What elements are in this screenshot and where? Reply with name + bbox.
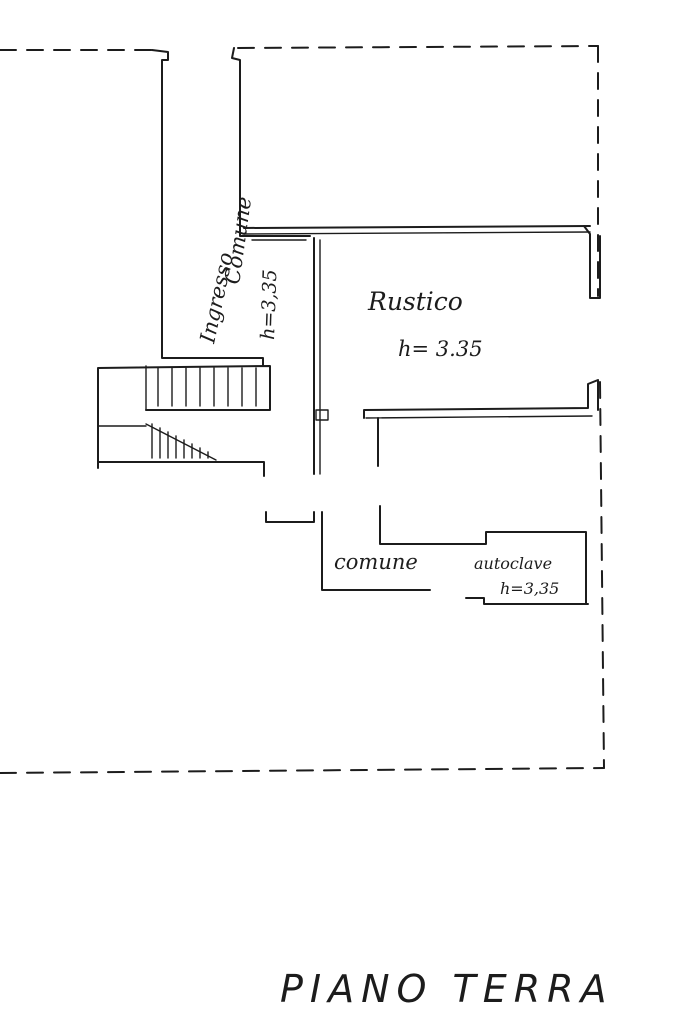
ingresso-height-label: h=3,35 [257,269,281,340]
autoclave-label: autoclave [474,554,552,573]
door-openings [265,511,315,523]
upper-room-wall [243,225,601,299]
rustico-lower-wall [363,379,599,467]
comune-label: Comune [220,195,256,286]
comune-autoclave-label: comune [334,550,418,574]
autoclave-room-walls [321,505,589,605]
floor-caption: PIANO TERRA [280,967,614,1011]
rustico-left-wall [313,237,329,475]
autoclave-height-label: h=3,35 [500,579,559,598]
ingresso-corridor-walls [151,47,311,367]
rustico-room-label: Rustico [367,287,463,316]
dashed-property-boundary [0,45,605,774]
staircase [97,365,271,477]
rustico-height-label: h= 3.35 [398,337,483,361]
